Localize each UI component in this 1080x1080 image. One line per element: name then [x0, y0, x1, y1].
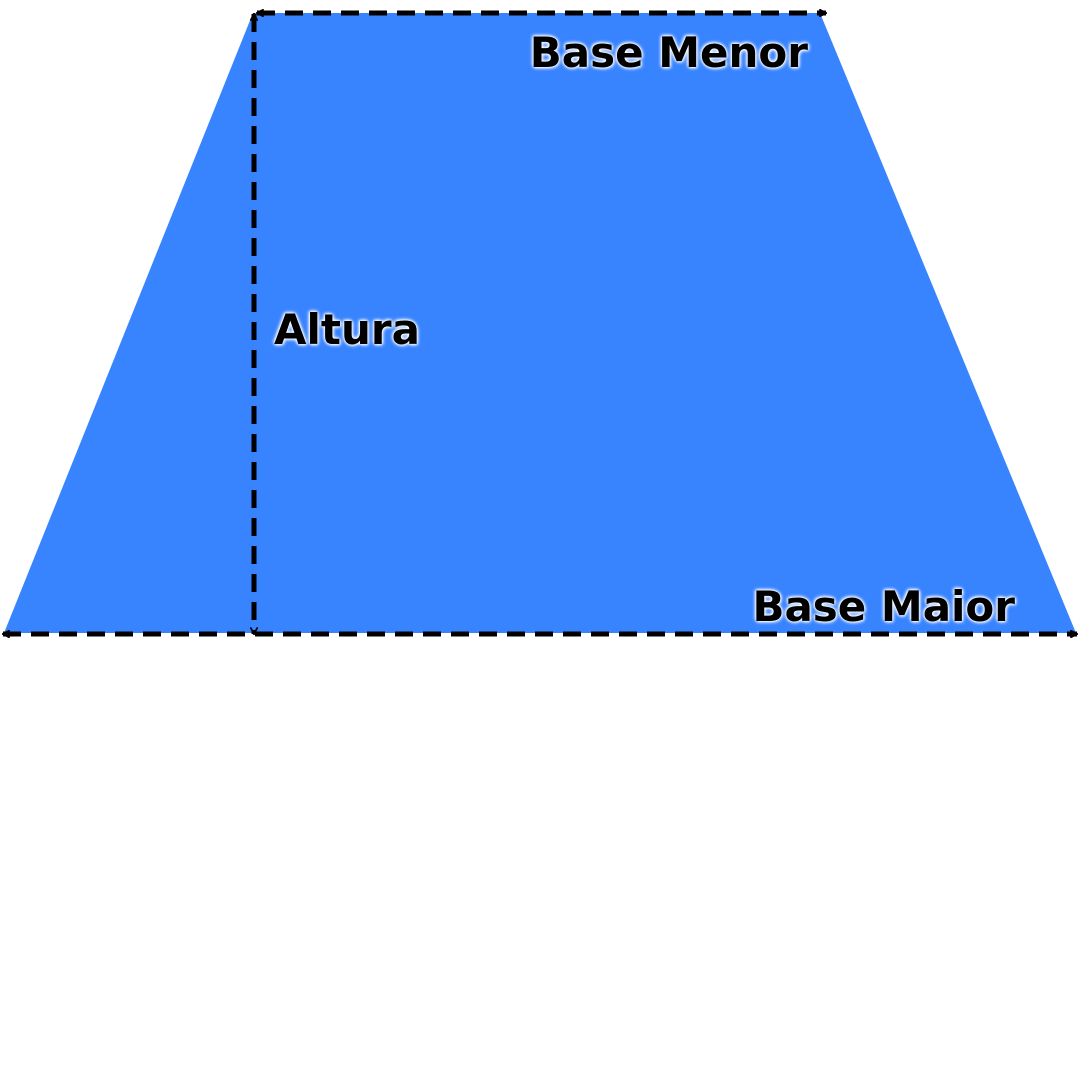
- base-menor-label: Base Menor: [530, 28, 808, 77]
- trapezoid-shape: [4, 13, 1076, 633]
- base-maior-label: Base Maior: [752, 582, 1015, 631]
- altura-label: Altura: [274, 305, 420, 354]
